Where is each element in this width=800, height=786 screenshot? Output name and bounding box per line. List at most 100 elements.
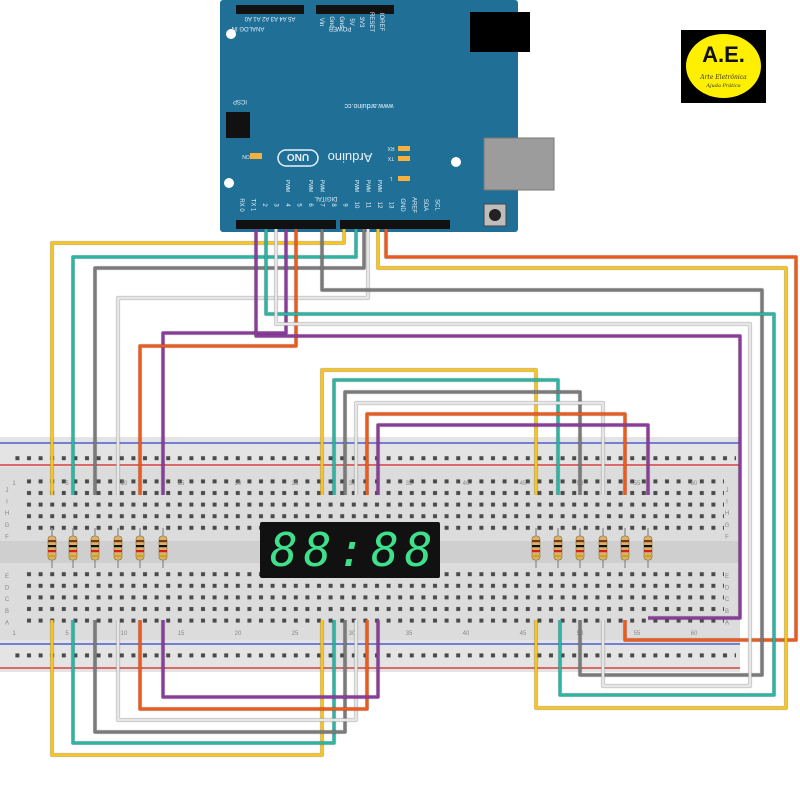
rx-led <box>398 146 410 151</box>
wire-white <box>116 620 358 722</box>
uno-logo-outline <box>277 149 319 167</box>
column-number: 20 <box>235 631 242 637</box>
column-number: 45 <box>520 631 527 637</box>
digital-pin-label: 13 <box>388 202 394 209</box>
resistor <box>575 528 585 568</box>
mount-hole <box>451 157 461 167</box>
row-letter: C <box>5 597 10 603</box>
column-number: 10 <box>121 481 128 487</box>
digital-label: DIGITAL <box>314 195 338 201</box>
brand-label: Arduino <box>328 150 373 165</box>
power-pin-label: Vin <box>318 18 324 27</box>
column-number: 30 <box>349 481 356 487</box>
digital-pin-label: SDA <box>422 199 428 211</box>
resistor <box>90 528 100 568</box>
pwm-label: PWM <box>365 180 371 192</box>
wire-yellow <box>376 229 788 710</box>
tx-led <box>398 156 410 161</box>
wire-orange <box>365 412 627 495</box>
board-pcb <box>220 0 518 232</box>
seven-segment-display: 88:88 <box>260 522 440 578</box>
logo-title: A.E. <box>702 42 745 67</box>
resistors <box>47 528 653 568</box>
resistor <box>113 528 123 568</box>
resistor <box>135 528 145 568</box>
power-pin-label: Gnd <box>338 16 344 27</box>
column-number: 40 <box>463 481 470 487</box>
row-letter: E <box>5 574 9 580</box>
column-number: 30 <box>349 631 356 637</box>
digital-header-high <box>340 220 450 229</box>
resistor <box>620 528 630 568</box>
wire-yellow <box>50 620 324 757</box>
row-letter: E <box>725 574 729 580</box>
column-number: 55 <box>634 631 641 637</box>
digital-pin-label: 2 <box>261 203 267 207</box>
power-pin-label: RESET <box>368 12 374 32</box>
mount-hole <box>226 29 236 39</box>
digital-pin-label: SCL <box>434 199 440 211</box>
icsp-header <box>226 112 250 138</box>
digital-header-low <box>236 220 336 229</box>
row-letter: A <box>5 620 9 626</box>
column-number: 60 <box>691 631 698 637</box>
wire-gray <box>93 620 347 734</box>
wire-white <box>354 401 605 495</box>
wire-purple <box>376 423 650 495</box>
wire-purple <box>161 620 380 699</box>
column-number: 35 <box>406 631 413 637</box>
on-label: ON <box>242 153 250 159</box>
digital-pin-label: AREF <box>411 197 417 213</box>
wire-orange <box>384 229 798 642</box>
power-pin-label: IOREF <box>378 13 384 32</box>
pwm-label: PWM <box>376 180 382 192</box>
wire-white <box>274 229 752 688</box>
wire-yellow <box>50 229 346 495</box>
wire-orange <box>138 229 298 495</box>
column-number: 60 <box>691 481 698 487</box>
power-pin-label: 5V <box>348 18 354 25</box>
row-letter: H <box>725 511 729 517</box>
resistor <box>598 528 608 568</box>
resistor <box>47 528 57 568</box>
resistor <box>531 528 541 568</box>
logo-disc: A.E. Arte Eletrônica Ajuda Prática <box>686 34 761 98</box>
row-letter: B <box>5 609 9 615</box>
pwm-label: PWM <box>319 180 325 192</box>
digital-pin-label: 3 <box>273 203 279 207</box>
logo-line-2: Ajuda Prática <box>706 83 741 89</box>
icsp-label: ICSP <box>233 98 247 104</box>
digital-pin-label: 7 <box>319 203 325 207</box>
column-number: 35 <box>406 481 413 487</box>
digital-pin-label: 6 <box>307 203 313 207</box>
power-header <box>316 5 394 14</box>
digital-pin-label: RX 0 <box>238 198 244 212</box>
digital-pin-label: 11 <box>365 202 371 209</box>
wire-yellow <box>320 368 538 495</box>
resistor <box>68 528 78 568</box>
column-number: 5 <box>65 631 69 637</box>
row-letter: D <box>5 586 10 592</box>
row-letter: J <box>6 488 9 494</box>
digital-pin-label: 10 <box>353 202 359 209</box>
wire-teal <box>71 620 336 745</box>
row-letter: G <box>725 523 730 529</box>
wire-gray <box>343 390 582 495</box>
row-letter: F <box>725 534 729 540</box>
resistor <box>553 528 563 568</box>
wire-orange <box>138 620 369 711</box>
power-label: POWER <box>328 25 351 31</box>
column-number: 45 <box>520 481 527 487</box>
tx-label: TX <box>387 155 394 161</box>
analog-in-label: ANALOG IN <box>232 25 265 31</box>
row-letter: B <box>725 609 729 615</box>
row-letter: I <box>726 500 728 506</box>
column-number: 20 <box>235 481 242 487</box>
ae-logo: A.E. Arte Eletrônica Ajuda Prática <box>681 30 766 103</box>
row-letter: C <box>725 597 730 603</box>
rx-label: RX <box>387 145 395 151</box>
resistor <box>158 528 168 568</box>
wire-gray <box>320 229 764 677</box>
